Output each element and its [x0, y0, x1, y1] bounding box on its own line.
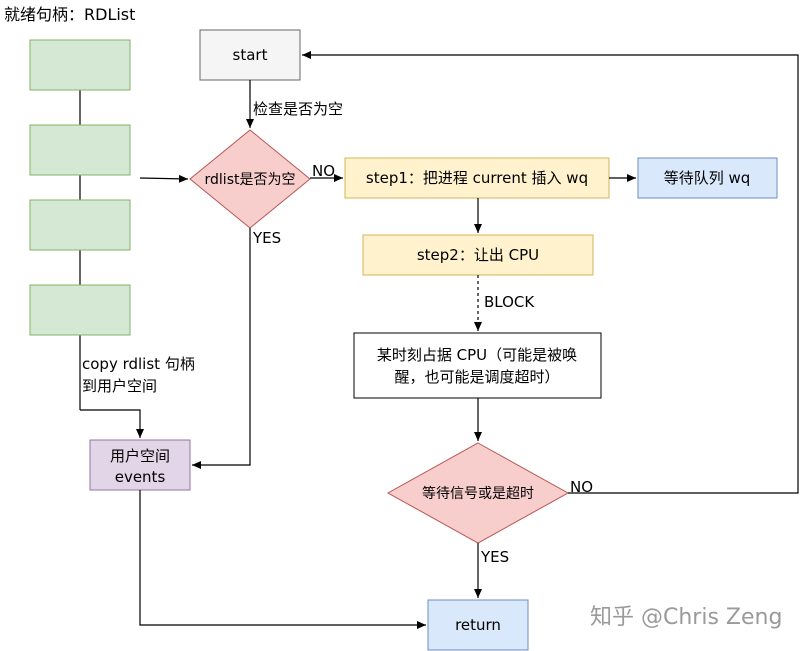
- rdlist-title: 就绪句柄：RDList: [4, 5, 135, 24]
- events-label-line1: 用户空间: [110, 447, 170, 465]
- step1-label: step1：把进程 current 插入 wq: [366, 169, 588, 187]
- events-label-line2: events: [115, 468, 166, 486]
- step2-node: [362, 234, 594, 276]
- edge-check-to-events: [192, 228, 251, 469]
- return-label: return: [455, 616, 501, 634]
- edge-copy-to-events: [80, 409, 144, 438]
- step2-label: step2：让出 CPU: [417, 246, 539, 264]
- no-label-2: NO: [570, 478, 593, 496]
- yes-label-1: YES: [252, 229, 281, 247]
- block-label: BLOCK: [484, 293, 535, 311]
- rdlist-block-4: [29, 284, 131, 336]
- return-node: [427, 599, 529, 651]
- edge-rdlist-to-check: [139, 174, 189, 183]
- copy-label-line1: copy rdlist 句柄: [82, 355, 195, 373]
- user-space-events-node: [89, 439, 191, 491]
- waitqueue-label: 等待队列 wq: [664, 169, 751, 187]
- rdlist-empty-label: rdlist是否为空: [205, 172, 296, 188]
- cpu-node: [353, 332, 602, 399]
- edge-events-to-return: [139, 490, 426, 629]
- check-empty-label: 检查是否为空: [253, 100, 343, 118]
- cpu-label-line1: 某时刻占据 CPU（可能是被唤: [377, 346, 577, 364]
- edge-signal-to-start: [302, 51, 799, 494]
- watermark: 知乎 @Chris Zeng: [590, 605, 782, 630]
- yes-label-2: YES: [480, 548, 509, 566]
- cpu-label-line2: 醒，也可能是调度超时）: [394, 368, 559, 386]
- rdlist-block-3: [29, 199, 131, 251]
- rdlist-block-1: [29, 39, 131, 91]
- signal-timeout-label: 等待信号或是超时: [422, 485, 534, 502]
- start-label: start: [233, 46, 268, 64]
- rdlist-block-2: [29, 124, 131, 176]
- copy-label-line2: 到用户空间: [82, 377, 157, 395]
- waitqueue-node: [637, 157, 778, 199]
- no-label-1: NO: [312, 162, 335, 180]
